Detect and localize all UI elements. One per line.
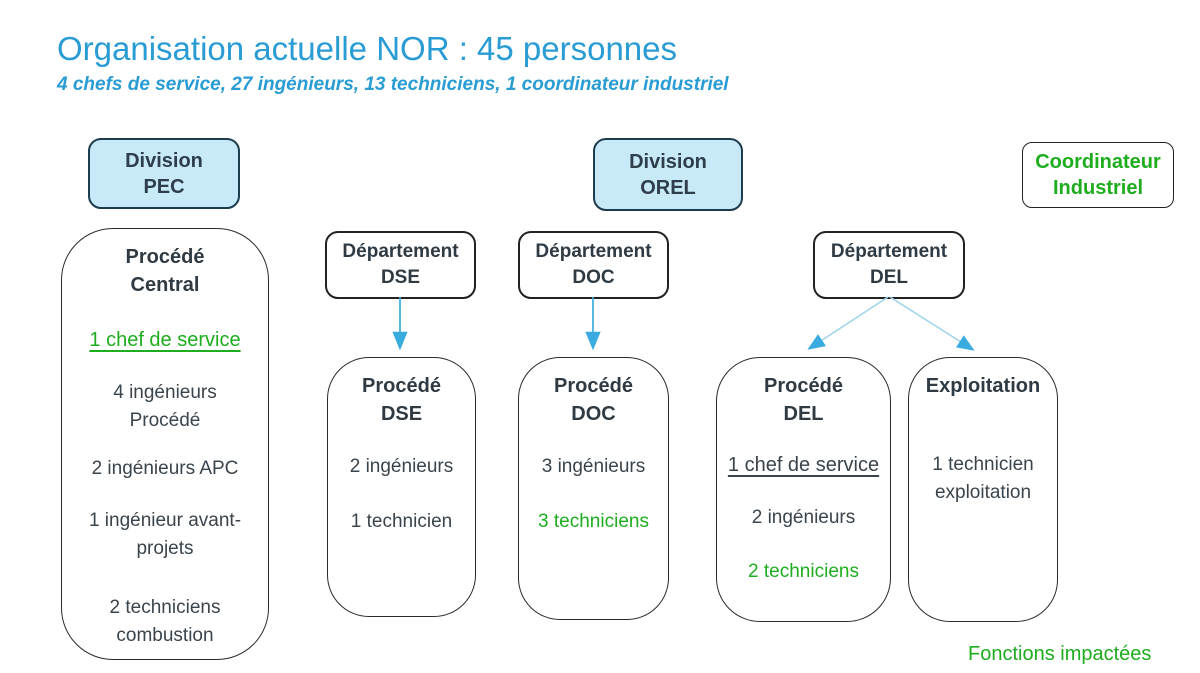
dept-doc-line1: Département	[535, 241, 652, 262]
unit-del-row-techniciens: 2 techniciens	[748, 561, 859, 582]
unit-procede-dse-box: Procédé DSE 2 ingénieurs 1 technicien	[327, 357, 476, 617]
dept-dse-box: Département DSE	[325, 231, 476, 299]
unit-exploitation-row-technicien: 1 technicien exploitation	[909, 451, 1057, 507]
dept-dse-line1: Département	[342, 241, 459, 262]
footer-note-fonctions-impactees: Fonctions impactées	[968, 643, 1152, 665]
unit-exploitation-title: Exploitation	[925, 375, 1041, 397]
coordinator-industriel-box: Coordinateur Industriel	[1022, 142, 1174, 208]
dept-del-line1: Département	[830, 241, 948, 262]
unit-procede-central-box: Procédé Central 1 chef de service 4 ingé…	[61, 228, 269, 660]
unit-central-row-avant-projets-line1: 1 ingénieur avant-	[88, 510, 242, 531]
division-orel-line2: OREL	[640, 176, 696, 199]
division-orel-box: Division OREL	[593, 138, 743, 211]
coordinator-line2: Industriel	[1052, 177, 1143, 199]
page-subtitle: 4 chefs de service, 27 ingénieurs, 13 te…	[57, 74, 729, 95]
unit-del-title: Procédé DEL	[717, 372, 890, 428]
coordinator-line1: Coordinateur	[1035, 151, 1161, 173]
dept-del-box: Département DEL	[813, 231, 965, 299]
unit-del-row-ingenieurs: 2 ingénieurs	[751, 507, 856, 528]
dept-doc-line2: DOC	[572, 267, 615, 288]
unit-central-row-avant-projets: 1 ingénieur avant- projets	[62, 507, 268, 563]
division-pec-line1: Division	[125, 149, 203, 172]
unit-doc-title: Procédé DOC	[519, 372, 668, 428]
unit-del-title-line2: DEL	[783, 403, 824, 425]
unit-central-title-line1: Procédé	[125, 246, 205, 268]
unit-del-title-line1: Procédé	[764, 375, 843, 397]
unit-dse-title: Procédé DSE	[328, 372, 475, 428]
unit-central-title-line2: Central	[130, 274, 200, 296]
unit-doc-row-ingenieurs: 3 ingénieurs	[541, 456, 646, 477]
unit-exploitation-row-line1: 1 technicien	[932, 454, 1034, 475]
unit-dse-title-line2: DSE	[380, 403, 423, 425]
unit-doc-title-line1: Procédé	[554, 375, 633, 397]
unit-central-row-avant-projets-line2: projets	[136, 538, 194, 559]
unit-exploitation-box: Exploitation 1 technicien exploitation	[908, 357, 1058, 622]
dept-dse-line2: DSE	[380, 267, 421, 288]
unit-central-row-ingenieurs-line2: Procédé	[129, 410, 201, 431]
division-orel-line1: Division	[629, 150, 707, 173]
unit-procede-del-box: Procédé DEL 1 chef de service 2 ingénieu…	[716, 357, 891, 622]
division-pec-line2: PEC	[143, 175, 185, 198]
unit-exploitation-row-line2: exploitation	[934, 482, 1032, 503]
unit-dse-title-line1: Procédé	[362, 375, 441, 397]
unit-central-row-ingenieurs-line1: 4 ingénieurs	[113, 382, 217, 403]
unit-central-row-apc: 2 ingénieurs APC	[91, 458, 239, 479]
unit-central-row-combustion-line1: 2 techniciens	[109, 597, 221, 618]
unit-procede-doc-box: Procédé DOC 3 ingénieurs 3 techniciens	[518, 357, 669, 620]
division-pec-box: Division PEC	[88, 138, 240, 209]
unit-doc-row-techniciens: 3 techniciens	[538, 511, 649, 532]
page-title: Organisation actuelle NOR : 45 personnes	[57, 30, 678, 67]
unit-dse-row-technicien: 1 technicien	[350, 511, 453, 532]
dept-doc-box: Département DOC	[518, 231, 669, 299]
unit-central-title: Procédé Central	[62, 243, 268, 299]
unit-central-chef: 1 chef de service	[89, 329, 241, 351]
unit-del-chef: 1 chef de service	[727, 454, 880, 476]
unit-central-row-ingenieurs: 4 ingénieurs Procédé	[62, 379, 268, 435]
unit-dse-row-ingenieurs: 2 ingénieurs	[349, 456, 454, 477]
dept-del-line2: DEL	[870, 267, 908, 288]
unit-doc-title-line2: DOC	[571, 403, 616, 425]
unit-central-row-combustion-line2: combustion	[116, 625, 214, 646]
unit-central-row-combustion: 2 techniciens combustion	[62, 594, 268, 650]
